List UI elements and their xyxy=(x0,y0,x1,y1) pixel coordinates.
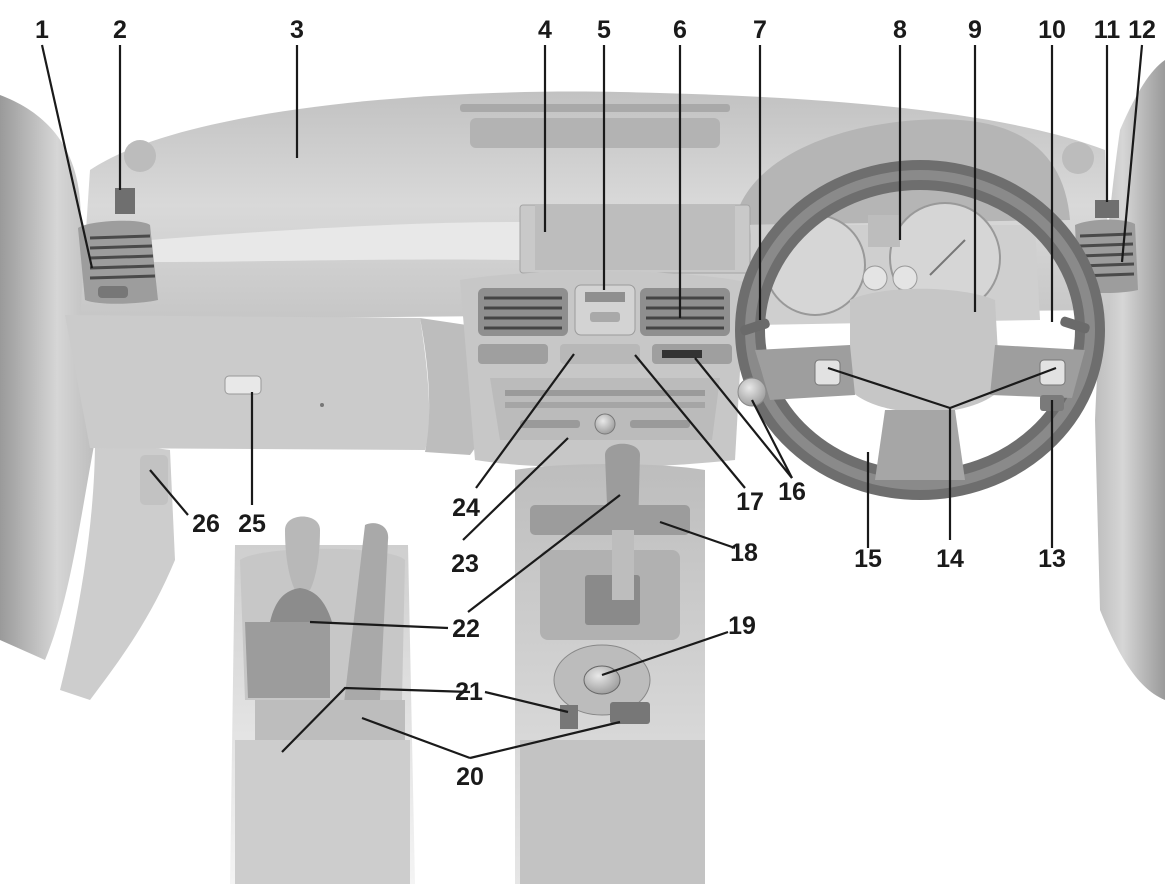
leader-line xyxy=(40,44,94,269)
callout-2: 2 xyxy=(113,16,127,44)
callout-15: 15 xyxy=(854,545,882,573)
card-reader-slot xyxy=(662,350,702,358)
glovebox-panel xyxy=(65,315,500,455)
defrost-vent xyxy=(460,104,730,112)
callout-26: 26 xyxy=(192,510,220,538)
callout-5: 5 xyxy=(597,16,611,44)
callout-7: 7 xyxy=(753,16,767,44)
leader-line xyxy=(601,630,729,677)
callout-19: 19 xyxy=(728,612,756,640)
leader-line xyxy=(475,353,575,489)
leader-line xyxy=(309,620,449,630)
leader-line xyxy=(281,686,471,753)
callout-labels: 1 2 3 4 5 6 7 8 9 10 11 12 13 14 15 16 1… xyxy=(35,16,1156,791)
callout-9: 9 xyxy=(968,16,982,44)
right-a-pillar xyxy=(1095,60,1165,700)
center-stack xyxy=(460,204,751,468)
handbrake-lever xyxy=(342,523,389,720)
callout-10: 10 xyxy=(1038,16,1066,44)
callout-24: 24 xyxy=(452,494,480,522)
callout-11: 11 xyxy=(1094,16,1121,44)
callout-23: 23 xyxy=(451,550,479,578)
leader-line xyxy=(751,399,793,479)
callout-20: 20 xyxy=(456,763,484,791)
callout-21: 21 xyxy=(455,678,483,706)
leader-line xyxy=(149,469,189,516)
leader-line xyxy=(1120,44,1144,263)
callout-25: 25 xyxy=(238,510,266,538)
callout-3: 3 xyxy=(290,16,304,44)
callout-1: 1 xyxy=(35,16,49,44)
callout-4: 4 xyxy=(538,16,552,44)
auto-gear-lever xyxy=(605,443,640,530)
glovebox-handle xyxy=(224,375,262,395)
leader-line xyxy=(361,716,471,760)
left-side-vents xyxy=(78,188,158,304)
leader-line xyxy=(634,354,746,489)
callout-12: 12 xyxy=(1128,16,1156,44)
callout-8: 8 xyxy=(893,16,907,44)
leader-line xyxy=(469,720,621,760)
leader-line xyxy=(462,437,569,541)
callout-14: 14 xyxy=(936,545,964,573)
callout-6: 6 xyxy=(673,16,687,44)
callout-18: 18 xyxy=(730,539,758,567)
leader-line xyxy=(694,357,793,479)
callout-22: 22 xyxy=(452,615,480,643)
callout-13: 13 xyxy=(1038,545,1066,573)
manual-gearbox-inset xyxy=(230,516,415,884)
callout-17: 17 xyxy=(736,488,764,516)
leader-line xyxy=(467,494,621,613)
leader-line xyxy=(659,520,736,550)
center-console xyxy=(515,443,705,884)
leader-lines xyxy=(40,44,1144,760)
bonnet-release xyxy=(140,455,168,505)
start-button xyxy=(737,377,767,407)
leader-line xyxy=(484,690,569,714)
steering-wheel xyxy=(735,160,1105,500)
callout-16: 16 xyxy=(778,478,806,506)
